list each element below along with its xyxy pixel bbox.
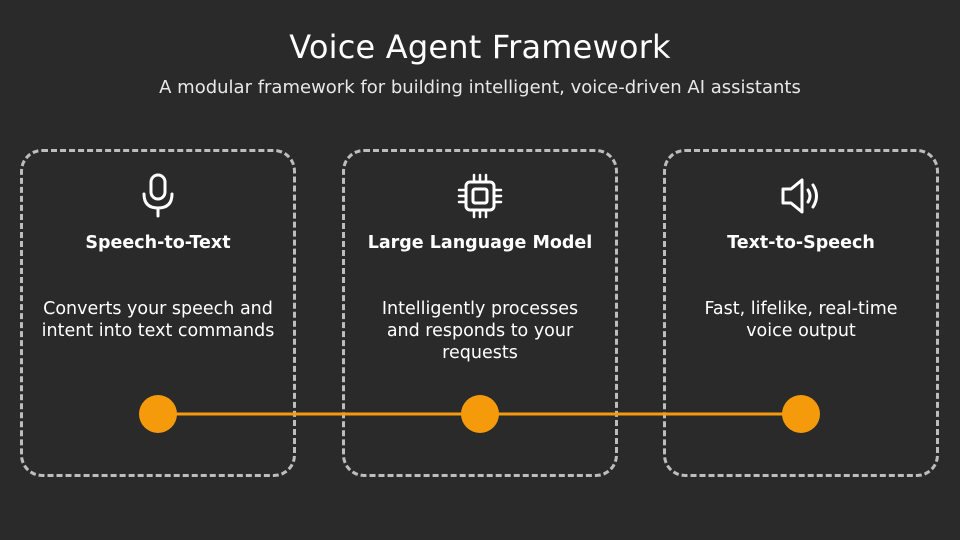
stage-title: Text-to-Speech xyxy=(727,233,875,253)
stage-title: Large Language Model xyxy=(367,233,593,253)
page-title: Voice Agent Framework xyxy=(289,28,671,66)
stage-card-llm: Large Language Model Intelligently proce… xyxy=(342,149,618,477)
chip-icon xyxy=(457,173,503,219)
page-subtitle: A modular framework for building intelli… xyxy=(159,77,801,98)
stage-title: Speech-to-Text xyxy=(85,233,231,253)
stage-card-text-to-speech: Text-to-Speech Fast, lifelike, real-time… xyxy=(663,149,939,477)
microphone-icon xyxy=(142,173,174,218)
stage-card-speech-to-text: Speech-to-Text Converts your speech and … xyxy=(20,149,296,477)
stage-description: Converts your speech and intent into tex… xyxy=(41,299,275,341)
speaker-icon xyxy=(781,178,818,214)
stage-description: Fast, lifelike, real-time voice output xyxy=(704,299,898,341)
stage-description: Intelligently processes and responds to … xyxy=(381,299,579,363)
